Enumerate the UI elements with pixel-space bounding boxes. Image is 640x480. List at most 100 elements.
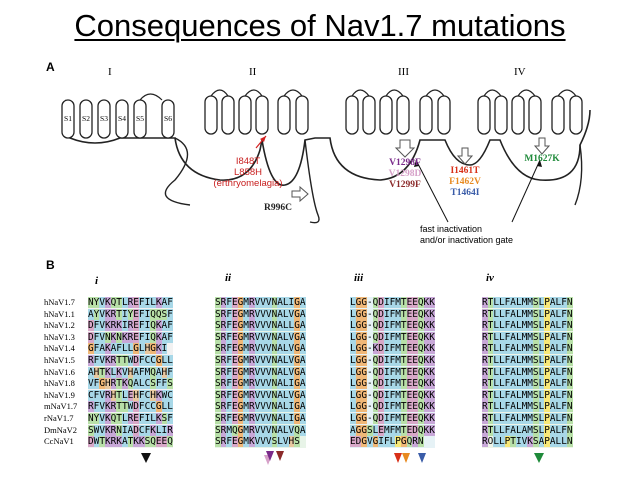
- domain-iii-label: III: [398, 66, 409, 78]
- mutation-v1299f: V1299F: [389, 180, 421, 190]
- open-arrow-domain-iv: [533, 137, 551, 155]
- alignment-row: LGG-QDIFMTEEQKK: [350, 401, 435, 413]
- alignment-row: DFVKRKIREFIQKAF: [88, 320, 173, 332]
- marker-r996c: [141, 453, 151, 463]
- species-label: hNaV1.6: [44, 366, 75, 377]
- alignment-row: ROLLPTIVKSAPALLN: [482, 436, 573, 448]
- alignment-row: SRFEGMRVVVNALVGA: [215, 366, 306, 378]
- alignment-row: RTLLFALMMSLPALFN: [482, 331, 573, 343]
- alignment-row: LGG-QDIFMTEEQKK: [350, 297, 435, 308]
- alignment-row: DFVNKNKREFIQKAF: [88, 331, 173, 343]
- alignment-row: LGG-QDIFMTEEQKK: [350, 354, 435, 366]
- mutation-v1298d: V1298D: [388, 169, 422, 179]
- domain-i-segments: S1 S2 S3 S4 S5 S6: [61, 93, 175, 139]
- species-label: hNaV1.9: [44, 389, 75, 400]
- segment-label-s4: S4: [118, 114, 126, 123]
- segment-s6: [161, 99, 175, 139]
- alignment-row: SRFEGMRVVVNALVGA: [215, 354, 306, 366]
- panel-a-label: A: [46, 60, 55, 74]
- segment-s4: [115, 99, 129, 139]
- species-label: hNaV1.5: [44, 354, 75, 365]
- mutation-m1627k: M1627K: [524, 154, 560, 164]
- alignment-row: SRFEGMRVVVNALIGA: [215, 378, 306, 390]
- segment-label-s1: S1: [64, 114, 72, 123]
- alignment-row: AGGSLEMFMTEDQKK: [350, 424, 435, 436]
- segment-s2: [79, 99, 93, 139]
- open-arrow-domain-iii: [394, 139, 416, 158]
- mutation-i1461t: I1461T: [450, 166, 480, 176]
- alignment-row: NYVKQTLREFILKAF: [88, 297, 173, 308]
- alignment-row: SRFEGMRVVVNALVGA: [215, 389, 306, 401]
- segment-label-s2: S2: [82, 114, 90, 123]
- mutation-l858h: L858H: [234, 167, 262, 178]
- alignment-row: RTLLFALMMSLPALFN: [482, 343, 573, 355]
- alignment-row: AHTKLKVHAFMQAHF: [88, 366, 173, 378]
- alignment-row: EDGVGIFLPGQRN: [350, 436, 424, 448]
- segment-label-s6: S6: [164, 114, 172, 123]
- domain-ii-mutations: I848T L858H (erthryomelagia): [210, 156, 286, 189]
- species-label: hNaV1.7: [44, 297, 75, 307]
- mutation-i848t: I848T: [235, 156, 261, 167]
- alignment-row: RTLLFALMMSLPALFN: [482, 378, 573, 390]
- page-title: Consequences of Nav1.7 mutations: [74, 8, 566, 43]
- alignment-row: GFAKAFLLGLHGKI: [88, 343, 168, 355]
- alignment-row: RTLLFALMMSLPALFN: [482, 354, 573, 366]
- domain-iii-mutations: V1298F V1298D V1299F: [380, 158, 430, 191]
- alignment-row: SRFEGMRVVVNALIGA: [215, 297, 306, 308]
- mutation-t1464i: T1464I: [450, 188, 480, 198]
- marker-v1299f: [276, 451, 284, 461]
- segment-s3: [97, 99, 111, 139]
- alignment-row: VFGHRTKQALCSFFS: [88, 378, 173, 390]
- alignment-markers: [141, 451, 544, 465]
- alignment-row: RTLLFALMMSLPALFN: [482, 308, 573, 320]
- alignment-row: LGG-QDIFMTEEQKK: [350, 320, 435, 332]
- marker-v1298f: [266, 451, 274, 461]
- channel-backbone: [62, 99, 591, 186]
- open-arrow-linker: [456, 147, 474, 165]
- segment-label-s5: S5: [136, 114, 144, 123]
- alignment-row: SRMQGMRVVVNALVQA: [215, 424, 306, 436]
- note-line-1: fast inactivation: [420, 224, 483, 234]
- species-label: hNaV1.3: [44, 331, 75, 342]
- note-line-2: and/or inactivation gate: [420, 235, 514, 245]
- alignment-row: LGG-QDIFMTEEQKK: [350, 378, 435, 390]
- alignment-row: RTLLFALAMSLPALFN: [482, 424, 573, 436]
- mutation-f1462v: F1462V: [449, 177, 481, 187]
- subpanel-i-label: i: [95, 275, 99, 287]
- alignment-row: RFVKRTTWDFCCGLL: [88, 401, 173, 413]
- segment-s1: [61, 99, 75, 139]
- domain-iii-segments: [345, 89, 451, 135]
- inactivation-note: fast inactivation and/or inactivation ga…: [420, 224, 513, 246]
- marker-f1462v: [402, 453, 410, 463]
- subpanel-iv-label: iv: [486, 272, 494, 284]
- alignment-row: NYVKQTLREFILKSF: [88, 412, 173, 424]
- domain-ii-label: II: [249, 66, 257, 78]
- alignment-row: SRFEGMRVVVNALVGA: [215, 308, 306, 320]
- panel-b-label: B: [46, 258, 55, 272]
- domain-iv-label: IV: [514, 66, 526, 78]
- note-pointer-1: [415, 159, 449, 223]
- alignment-row: RTLLFALMMSLPALFN: [482, 401, 573, 413]
- alignment-row: LGG-QDIFMTEEQKK: [350, 366, 435, 378]
- mutation-r996c: R996C: [264, 203, 292, 213]
- species-label: hNaV1.8: [44, 378, 75, 389]
- marker-i1461t: [394, 453, 402, 463]
- alignment-row: SRFEGMRVVVNALVGA: [215, 343, 306, 355]
- mutation-v1298f: V1298F: [389, 158, 421, 168]
- alignment-row: RTLLFALMMSLPALFN: [482, 297, 573, 308]
- linker-mutations: I1461T F1462V T1464I: [440, 166, 490, 199]
- alignment-row: RTLLFALMMSLPALFN: [482, 320, 573, 332]
- alignment-row: SRFEGMRVVVNALIGA: [215, 401, 306, 413]
- subpanel-iii-label: iii: [354, 272, 364, 284]
- species-label: hNaV1.2: [44, 320, 75, 331]
- marker-m1627k: [534, 453, 544, 463]
- alignment-row: SRFEGMRVVVNALIGA: [215, 412, 306, 424]
- species-label: CcNaV1: [44, 436, 74, 447]
- alignment-row: SRFEGMRVVVNALVGA: [215, 331, 306, 343]
- channel-topology-diagram: S1 S2 S3 S4 S5 S6: [61, 89, 591, 224]
- alignment-row: LGG-QDIFMTEEQKK: [350, 389, 435, 401]
